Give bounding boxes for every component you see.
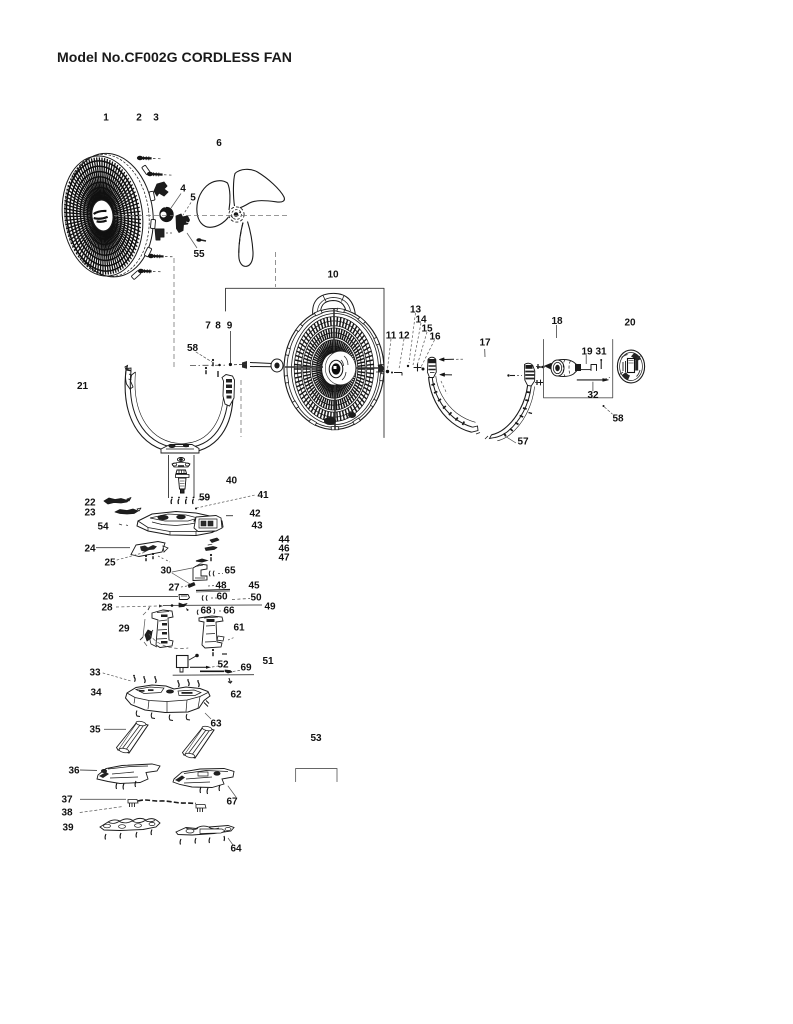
svg-text:51: 51 — [262, 656, 274, 667]
svg-text:59: 59 — [199, 493, 211, 504]
svg-text:10: 10 — [327, 270, 339, 281]
svg-text:13: 13 — [410, 305, 422, 316]
svg-text:30: 30 — [160, 566, 172, 577]
svg-text:68: 68 — [200, 606, 212, 617]
svg-text:4: 4 — [180, 184, 186, 195]
svg-text:18: 18 — [551, 316, 563, 327]
svg-text:42: 42 — [249, 509, 261, 520]
svg-text:37: 37 — [61, 795, 73, 806]
svg-text:69: 69 — [240, 663, 252, 674]
svg-text:55: 55 — [193, 249, 205, 260]
svg-text:25: 25 — [104, 558, 116, 569]
svg-text:66: 66 — [223, 606, 235, 617]
svg-text:64: 64 — [230, 844, 242, 855]
svg-text:7: 7 — [205, 321, 211, 332]
svg-text:50: 50 — [250, 593, 262, 604]
svg-text:52: 52 — [217, 660, 229, 671]
svg-text:23: 23 — [84, 508, 96, 519]
svg-text:34: 34 — [90, 688, 102, 699]
svg-text:12: 12 — [398, 331, 410, 342]
svg-text:32: 32 — [587, 390, 599, 401]
svg-text:49: 49 — [264, 602, 276, 613]
svg-text:53: 53 — [310, 733, 322, 744]
svg-text:63: 63 — [210, 719, 222, 730]
svg-text:61: 61 — [233, 623, 245, 634]
svg-text:41: 41 — [257, 490, 269, 501]
svg-text:16: 16 — [429, 332, 441, 343]
svg-text:62: 62 — [230, 690, 242, 701]
svg-text:45: 45 — [248, 581, 260, 592]
svg-text:3: 3 — [153, 113, 159, 124]
svg-text:21: 21 — [77, 381, 89, 392]
svg-text:31: 31 — [595, 347, 607, 358]
svg-text:40: 40 — [226, 476, 238, 487]
svg-text:1: 1 — [103, 113, 109, 124]
svg-text:38: 38 — [61, 808, 73, 819]
svg-text:27: 27 — [168, 583, 180, 594]
svg-text:33: 33 — [89, 668, 101, 679]
svg-text:39: 39 — [62, 823, 74, 834]
svg-text:28: 28 — [101, 603, 113, 614]
svg-text:19: 19 — [581, 347, 593, 358]
svg-text:57: 57 — [517, 437, 529, 448]
svg-text:47: 47 — [278, 553, 290, 564]
svg-text:22: 22 — [84, 498, 96, 509]
svg-text:67: 67 — [226, 797, 238, 808]
svg-text:5: 5 — [190, 193, 196, 204]
svg-text:48: 48 — [215, 581, 227, 592]
svg-text:2: 2 — [136, 113, 142, 124]
svg-text:29: 29 — [118, 624, 130, 635]
svg-text:54: 54 — [97, 522, 109, 533]
svg-text:17: 17 — [479, 338, 491, 349]
svg-text:58: 58 — [187, 343, 199, 354]
svg-text:8: 8 — [215, 321, 221, 332]
svg-text:20: 20 — [624, 318, 636, 329]
svg-text:60: 60 — [216, 592, 228, 603]
svg-text:35: 35 — [89, 725, 101, 736]
svg-text:Model No.CF002G CORDLESS FAN: Model No.CF002G CORDLESS FAN — [57, 49, 292, 65]
svg-text:36: 36 — [68, 766, 80, 777]
svg-text:6: 6 — [216, 138, 222, 149]
svg-text:46: 46 — [278, 544, 290, 555]
svg-text:44: 44 — [278, 535, 290, 546]
svg-text:15: 15 — [421, 324, 433, 335]
svg-text:24: 24 — [84, 544, 96, 555]
svg-text:14: 14 — [415, 315, 427, 326]
svg-text:58: 58 — [612, 414, 624, 425]
svg-text:9: 9 — [227, 321, 233, 332]
svg-text:26: 26 — [102, 592, 114, 603]
svg-text:11: 11 — [386, 331, 397, 342]
svg-text:43: 43 — [251, 521, 263, 532]
svg-text:65: 65 — [224, 566, 236, 577]
